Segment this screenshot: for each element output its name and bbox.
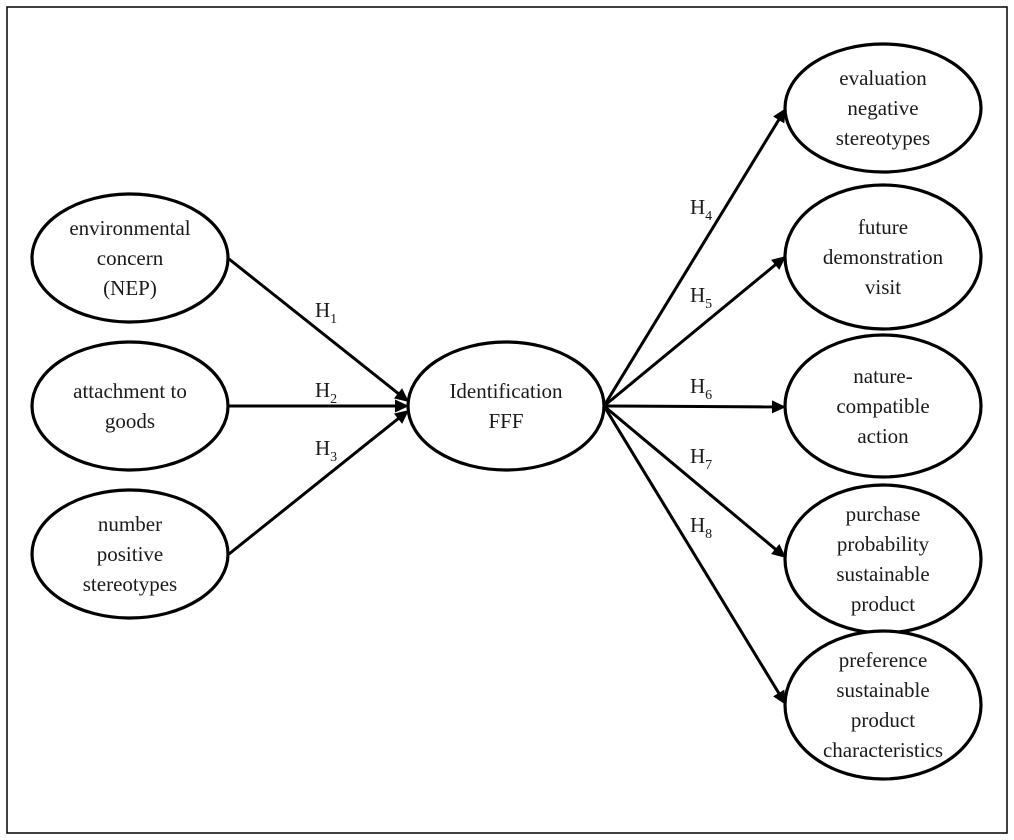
arrowhead-ident [394, 410, 409, 424]
edge-ident-to-purchase [603, 404, 778, 552]
node-label-attach-line-1: goods [105, 409, 155, 433]
edge-posstereo-to-ident [228, 416, 401, 556]
node-posstereo: number positive stereotypes [30, 488, 230, 620]
node-label-nep-line-0: environmental [69, 216, 190, 240]
node-label-attach-line-0: attachment to [73, 379, 187, 403]
hypothesis-label-h6: H6 [690, 374, 712, 403]
node-ellipse-nep [30, 192, 230, 324]
node-label-negstereo-line-2: stereotypes [836, 126, 930, 150]
node-attach: attachment to goods [30, 340, 230, 472]
arrowhead-nature [771, 400, 786, 414]
diagram-frame [6, 6, 1008, 834]
node-label-ident-line-0: Identification [449, 379, 563, 403]
arrowhead-negstereo [773, 108, 786, 124]
node-ellipse-attach [30, 340, 230, 472]
node-label-nep-line-2: (NEP) [103, 276, 157, 300]
node-label-nature-line-0: nature- [853, 364, 912, 388]
node-ellipse-nature [783, 333, 983, 479]
node-label-demo-line-0: future [858, 215, 908, 239]
node-label-negstereo-line-0: evaluation [839, 66, 927, 90]
node-label-negstereo-line-1: negative [847, 96, 918, 120]
edge-nep-to-ident [228, 257, 401, 396]
node-nep: environmental concern (NEP) [30, 192, 230, 324]
hypothesis-label-h3: H3 [315, 436, 337, 465]
node-prefer: preference sustainable product characterist… [783, 629, 983, 781]
node-label-purchase-line-0: purchase [846, 502, 921, 526]
node-label-nature-line-1: compatible [836, 394, 929, 418]
node-ellipse-demo [783, 183, 983, 331]
node-nature: nature-compatible action [783, 333, 983, 479]
edge-ident-to-negstereo [602, 117, 782, 407]
node-label-posstereo-line-1: positive [97, 542, 164, 566]
node-label-nature-line-2: action [857, 424, 909, 448]
edge-ident-to-nature [603, 404, 775, 409]
arrowhead-ident [393, 388, 409, 402]
arrowhead-ident [395, 399, 409, 413]
node-demo: future demonstration visit [783, 183, 983, 331]
node-label-prefer-line-3: characteristics [823, 738, 943, 762]
hypothesis-label-h1: H1 [315, 298, 337, 327]
node-negstereo: evaluation negative stereotypes [783, 42, 983, 174]
arrowhead-demo [771, 256, 786, 270]
node-label-nep-line-1: concern [97, 246, 164, 270]
node-label-purchase-line-3: product [851, 592, 915, 616]
node-label-prefer-line-1: sustainable [836, 678, 929, 702]
hypothesis-label-h5: H5 [690, 283, 712, 312]
edges-layer [228, 108, 786, 705]
node-label-posstereo-line-0: number [98, 512, 162, 536]
node-ellipse-prefer [783, 629, 983, 781]
node-label-demo-line-1: demonstration [823, 245, 944, 269]
node-label-prefer-line-2: product [851, 708, 915, 732]
node-label-purchase-line-1: probability [837, 532, 930, 556]
arrowhead-prefer [773, 689, 786, 705]
arrowhead-purchase [771, 544, 786, 558]
node-label-ident-line-1: FFF [488, 409, 523, 433]
hypothesis-label-h7: H7 [690, 444, 712, 473]
node-purchase: purchase probability sustainable product [783, 483, 983, 635]
nodes-layer: environmental concern (NEP) attachment to go… [30, 42, 983, 781]
node-label-purchase-line-2: sustainable [836, 562, 929, 586]
edge-ident-to-demo [603, 262, 778, 408]
node-ellipse-negstereo [783, 42, 983, 174]
node-ellipse-ident [406, 340, 606, 472]
node-label-demo-line-2: visit [865, 275, 901, 299]
hypothesis-label-h4: H4 [690, 195, 712, 224]
node-ellipse-posstereo [30, 488, 230, 620]
hypothesis-label-h8: H8 [690, 513, 712, 542]
hypothesis-label-h2: H2 [315, 378, 337, 407]
node-label-posstereo-line-2: stereotypes [83, 572, 177, 596]
edge-ident-to-prefer [602, 405, 782, 696]
node-label-prefer-line-0: preference [839, 648, 928, 672]
